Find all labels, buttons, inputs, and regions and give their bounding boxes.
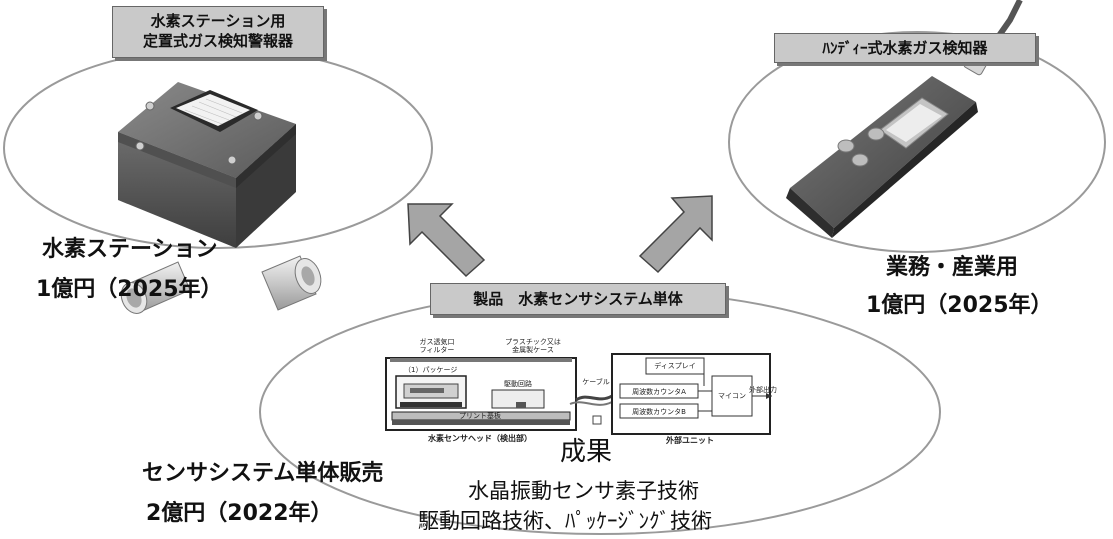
arrow-up-right <box>638 195 713 274</box>
station-detector-title-line2: 定置式ガス検知警報器 <box>142 32 293 50</box>
schematic-drive-circuit-label: 駆動回路 <box>504 380 532 388</box>
handy-market-label: 業務・産業用 <box>886 255 1019 280</box>
handy-market-value: 1億円（2025年） <box>866 293 1053 318</box>
results-line2: 駆動回路技術、ﾊﾟｯｹｰｼﾞﾝｸﾞ技術 <box>418 509 712 533</box>
product-title-box: 製品 水素センサシステム単体 <box>430 283 726 315</box>
schematic-external-output-label: 外部出力 <box>749 386 777 394</box>
schematic-case-label: プラスチック又は 金属製ケース <box>505 338 561 354</box>
product-market-label: センサシステム単体販売 <box>142 461 384 486</box>
handy-ellipse <box>728 31 1106 253</box>
schematic-sensor-head-caption: 水素センサヘッド（検出部） <box>428 434 532 443</box>
station-market-value: 1億円（2025年） <box>36 277 223 302</box>
schematic-counter-a-label: 周波数カウンタA <box>632 388 686 396</box>
schematic-package-label: （1）パッケージ <box>404 366 458 374</box>
schematic-counter-b-label: 周波数カウンタB <box>632 408 686 416</box>
arrow-up-left <box>407 203 486 278</box>
schematic-pcb-label: プリント基板 <box>459 412 501 420</box>
schematic-display-label: ディスプレイ <box>654 362 696 370</box>
schematic-external-unit-caption: 外部ユニット <box>666 436 714 445</box>
handy-detector-title-box: ﾊﾝﾃﾞｨｰ式水素ガス検知器 <box>774 33 1036 63</box>
station-detector-title-line1: 水素ステーション用 <box>150 12 286 30</box>
handy-detector-title: ﾊﾝﾃﾞｨｰ式水素ガス検知器 <box>822 39 988 57</box>
stationary-detector-illustration <box>118 82 322 314</box>
schematic-cable-label: ケーブル <box>582 378 610 386</box>
product-title: 製品 水素センサシステム単体 <box>473 290 683 308</box>
schematic-gas-filter-label: ガス透気口 フィルター <box>419 338 455 354</box>
results-heading: 成果 <box>560 437 613 467</box>
schematic-microcontroller-label: マイコン <box>718 392 746 400</box>
product-market-value: 2億円（2022年） <box>146 501 333 526</box>
station-detector-title-box: 水素ステーション用 定置式ガス検知警報器 <box>112 6 324 58</box>
station-market-label: 水素ステーション <box>42 237 218 262</box>
sensor-schematic <box>385 353 772 435</box>
results-line1: 水晶振動センサ素子技術 <box>468 479 699 503</box>
